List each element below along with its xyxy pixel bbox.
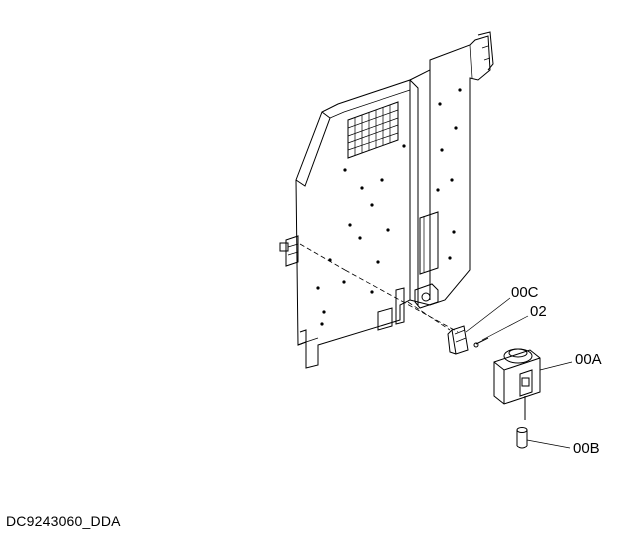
- screw-part-02: [473, 337, 489, 348]
- leader-lines: [465, 297, 573, 449]
- drawing-id-caption: DC9243060_DDA: [6, 513, 121, 529]
- mounting-holes: [316, 88, 462, 326]
- callout-02: 02: [530, 303, 547, 320]
- vent-grille: [347, 101, 399, 159]
- callout-00A: 00A: [575, 351, 602, 368]
- assembly-lines: [299, 243, 459, 333]
- clip-part-00C: [447, 325, 469, 355]
- callout-00C: 00C: [511, 284, 539, 301]
- cabinet-panel: [279, 31, 494, 369]
- bottle-part-00A: [493, 348, 541, 420]
- nozzle-part-00B: [516, 427, 528, 449]
- callout-00B: 00B: [573, 440, 600, 457]
